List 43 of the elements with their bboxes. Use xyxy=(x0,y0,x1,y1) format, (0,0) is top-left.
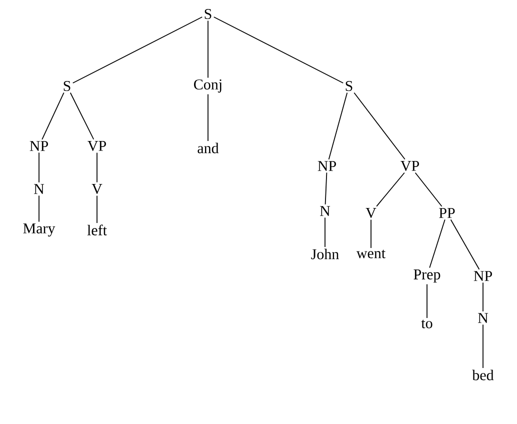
tree-branch xyxy=(96,195,98,224)
tree-branch xyxy=(370,219,372,248)
tree-label: to xyxy=(421,320,432,328)
tree-branch xyxy=(376,172,405,207)
tree-branch xyxy=(72,16,203,84)
tree-branch xyxy=(414,172,442,207)
tree-branch xyxy=(482,324,484,368)
tree-label: and xyxy=(198,142,219,154)
tree-branch xyxy=(429,219,446,268)
tree-branch xyxy=(38,152,40,183)
tree-branch xyxy=(426,284,428,318)
tree-branch xyxy=(482,282,484,312)
tree-branch xyxy=(324,172,328,205)
tree-branch xyxy=(213,16,344,84)
tree-label: Conj xyxy=(194,79,222,93)
tree-branch xyxy=(328,92,348,160)
tree-label: Mary xyxy=(23,223,56,237)
tree-branch xyxy=(38,195,40,222)
tree-label: VP xyxy=(88,140,106,152)
tree-label: N xyxy=(478,313,488,323)
tree-branch xyxy=(42,92,64,140)
tree-branch xyxy=(96,152,98,183)
tree-label: VP xyxy=(400,160,419,172)
tree-branch xyxy=(354,92,406,160)
tree-label: V xyxy=(366,208,376,218)
tree-branch xyxy=(324,217,326,248)
tree-label: PP xyxy=(439,208,455,218)
tree-branch xyxy=(70,92,94,140)
tree-label: John xyxy=(311,248,339,260)
tree-label: NP xyxy=(318,161,336,171)
tree-label: S xyxy=(204,8,212,20)
tree-label: V xyxy=(92,184,102,194)
tree-label: N xyxy=(320,206,330,216)
tree-branch xyxy=(450,219,480,270)
tree-label: went xyxy=(356,250,386,258)
tree-label: Prep xyxy=(414,270,440,283)
tree-label: N xyxy=(34,184,44,194)
tree-label: left xyxy=(87,224,107,236)
tree-label: NP xyxy=(474,271,492,281)
tree-label: bed xyxy=(472,370,494,380)
tree-label: S xyxy=(64,80,70,92)
tree-label: NP xyxy=(30,141,48,151)
tree-label: S xyxy=(346,80,352,92)
